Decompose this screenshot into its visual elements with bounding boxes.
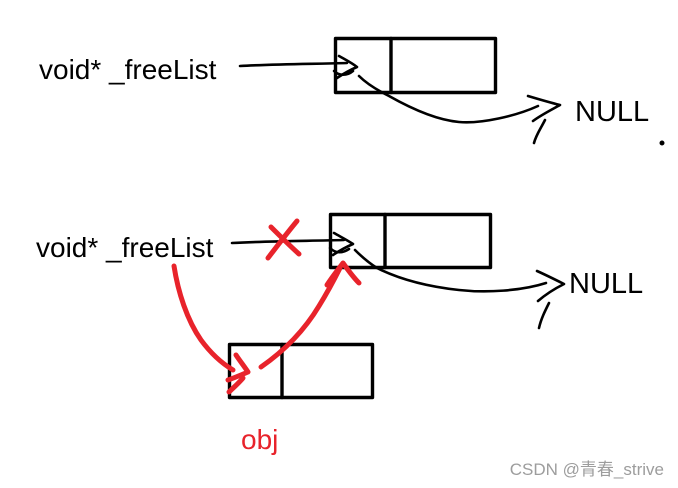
- red-annotations: [171, 218, 362, 395]
- cross-out-x-icon-stroke2: [268, 224, 302, 257]
- freelist-pointer-label-2: void* _freeList: [36, 232, 214, 263]
- diagram-state-initial: void* _freeList NULL: [39, 36, 665, 146]
- black-strokes-top: [238, 36, 665, 146]
- freelist-to-obj-arrowhead-flick: [226, 375, 246, 395]
- csdn-watermark: CSDN @青春_strive: [510, 460, 664, 479]
- memory-block-bottom: [328, 212, 493, 270]
- next-pointer-squiggle-bottom: [353, 248, 548, 293]
- pointer-arrow-line: [238, 61, 349, 68]
- freelist-to-obj-arrowhead-icon: [225, 352, 251, 383]
- next-pointer-squiggle-top: [357, 74, 540, 124]
- null-arrowhead-top-tail: [532, 118, 547, 145]
- null-arrowhead-bottom-tail: [537, 301, 551, 330]
- obj-to-block-arrowhead-icon: [324, 260, 362, 288]
- obj-label: obj: [241, 424, 278, 455]
- null-label-top: NULL: [575, 96, 649, 128]
- freelist-pointer-label: void* _freeList: [39, 54, 217, 85]
- stray-dot: [659, 140, 665, 146]
- null-arrowhead-top-icon: [526, 94, 562, 123]
- memory-block-top: [333, 36, 498, 95]
- null-label-bottom: NULL: [569, 268, 643, 300]
- diagram-state-after-free: void* _freeList: [36, 212, 643, 455]
- obj-to-block-arrow: [258, 265, 343, 370]
- freelist-to-obj-arrow: [171, 263, 236, 373]
- null-arrowhead-bottom-icon: [535, 269, 566, 303]
- obj-block: [227, 342, 375, 400]
